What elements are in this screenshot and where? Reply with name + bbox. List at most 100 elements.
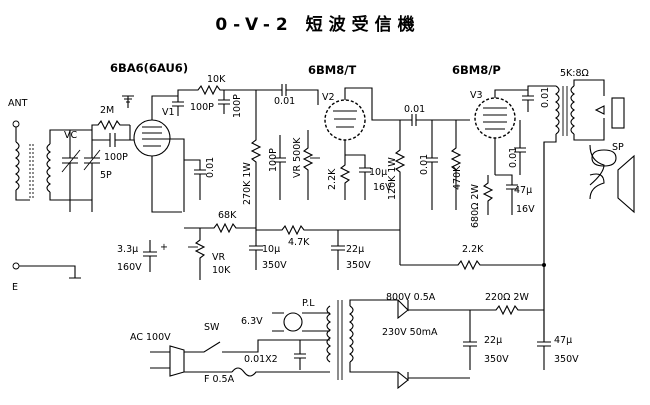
v1-type-label: 6BA6(6AU6) — [110, 61, 188, 75]
r-220-label: 220Ω 2W — [485, 292, 529, 303]
r-68k-resistor — [184, 222, 256, 234]
tuning-coil-wires — [49, 129, 70, 201]
tank-bottom — [69, 199, 93, 212]
r-2m-label: 2M — [100, 105, 114, 116]
earth-terminal — [12, 262, 20, 270]
power-switch — [184, 339, 330, 353]
r-270k-label: 270K 1W — [242, 162, 253, 205]
c-100p-a-capacitor — [172, 96, 184, 116]
c-10u-b-label: 10μ — [262, 244, 280, 255]
c-001x2-capacitor — [294, 340, 306, 370]
r-2m-resistor — [91, 119, 130, 131]
c-33u-label: 3.3μ — [117, 244, 138, 255]
r-10k-top-resistor — [177, 84, 238, 96]
v1-ground-top — [122, 95, 134, 108]
c-100p-grid-label: 100P — [104, 152, 128, 163]
r-68k-label: 68K — [218, 210, 237, 221]
bplus-junction — [542, 263, 546, 267]
v1-electrodes — [142, 126, 162, 147]
v1-screen-lead — [162, 138, 185, 212]
c-100p-b-label: 100P — [232, 94, 243, 118]
v-16v-a-label: 16V — [373, 182, 392, 193]
c-001-mid-capacitor — [426, 120, 438, 210]
c-10u-cath-label: 10μ — [369, 167, 387, 178]
r-120k-resistor — [394, 120, 406, 265]
v3-type-label: 6BM8/P — [452, 63, 501, 77]
c-10u-b-capacitor — [249, 230, 263, 270]
c-001-out2-label: 0.01 — [540, 87, 551, 108]
c-47u-b-capacitor — [537, 340, 551, 370]
v-800-label: 800V 0.5A — [386, 292, 436, 303]
v2-label: V2 — [322, 92, 335, 103]
c-47u-b-label: 47μ — [554, 335, 572, 346]
c-100p-c-label: 100P — [268, 148, 279, 172]
diagram-title: 0-V-2 短波受信機 — [215, 14, 420, 35]
rectifier-diode-bottom — [349, 362, 409, 390]
c-001-out2-capacitor — [522, 90, 534, 112]
v-63-label: 6.3V — [241, 316, 263, 327]
sw-label: SW — [204, 322, 220, 333]
speaker-icon — [617, 154, 635, 214]
v3-electrodes — [483, 107, 507, 130]
c-5p-arrow — [83, 149, 101, 171]
c-5p-capacitor — [84, 140, 100, 200]
v2-electrodes — [333, 110, 357, 128]
out-secondary-wires — [573, 79, 605, 141]
c-001-out-capacitor — [514, 120, 526, 175]
vc-capacitor — [62, 140, 78, 200]
v-350v-c-label: 350V — [484, 354, 509, 365]
ant-label: ANT — [8, 98, 28, 109]
v-350v-b-label: 350V — [346, 260, 371, 271]
v-350v-a-label: 350V — [262, 260, 287, 271]
v3-label: V3 — [470, 90, 483, 101]
v3-envelope — [474, 97, 516, 139]
r-680-resistor — [482, 175, 494, 215]
out-trans-core — [562, 86, 568, 136]
c-47u-cath-label: 47μ — [514, 185, 532, 196]
r-22k-fb-label: 2.2K — [462, 244, 484, 255]
c-001-top-label: 0.01 — [274, 96, 295, 107]
c-001-mid-label: 0.01 — [419, 154, 430, 175]
c-001-coupling-label: 0.01 — [404, 104, 425, 115]
r-47k-label: 4.7K — [288, 237, 310, 248]
c-001-coupling-capacitor — [395, 114, 470, 126]
vr-10k-a-label: VR — [212, 252, 225, 263]
v1-cathode-lead — [151, 156, 182, 213]
c-33u-capacitor — [143, 240, 157, 272]
r-120k-label: 120K 1W — [387, 157, 398, 200]
v1-envelope — [133, 119, 171, 157]
v1-plate-lead — [151, 95, 178, 120]
tuning-coil — [46, 143, 51, 193]
jack-contact — [594, 105, 605, 115]
c-47u-cath-capacitor — [495, 174, 518, 215]
v-230-label: 230V 50mA — [382, 327, 438, 338]
r-470k-resistor — [450, 120, 462, 210]
v2-envelope — [324, 99, 366, 141]
c-100p-grid-capacitor — [92, 133, 134, 147]
pt-primary-coil — [326, 305, 331, 363]
v2-type-label: 6BM8/T — [308, 63, 356, 77]
r-10k-top-label: 10K — [207, 74, 226, 85]
pt-secondary-coil — [349, 305, 354, 363]
fuse-label: F 0.5A — [204, 374, 235, 385]
rectifier-output — [408, 309, 471, 379]
sp-label: SP — [612, 142, 624, 153]
vr-500k-label: VR 500K — [292, 137, 303, 178]
c-22u-b-capacitor — [463, 330, 477, 370]
vr-500k-resistor — [302, 130, 314, 200]
r-270k-resistor — [250, 90, 262, 230]
out-trans-label: 5K:8Ω — [560, 68, 589, 79]
earth-label: E — [12, 282, 18, 293]
v-16v-b-label: 16V — [516, 204, 535, 215]
c-001-v1-capacitor — [184, 159, 206, 200]
vr-10k-resistor — [194, 228, 206, 280]
pt-core — [337, 300, 343, 380]
v-160v-label: 160V — [117, 262, 142, 273]
c-001-top-capacitor — [238, 84, 319, 105]
r-22k-cath-resistor — [339, 155, 351, 200]
sp-wire — [589, 144, 605, 186]
out-secondary-coil — [570, 85, 575, 135]
c-10u-cath-capacitor — [345, 154, 371, 200]
ant-coil — [15, 141, 20, 191]
